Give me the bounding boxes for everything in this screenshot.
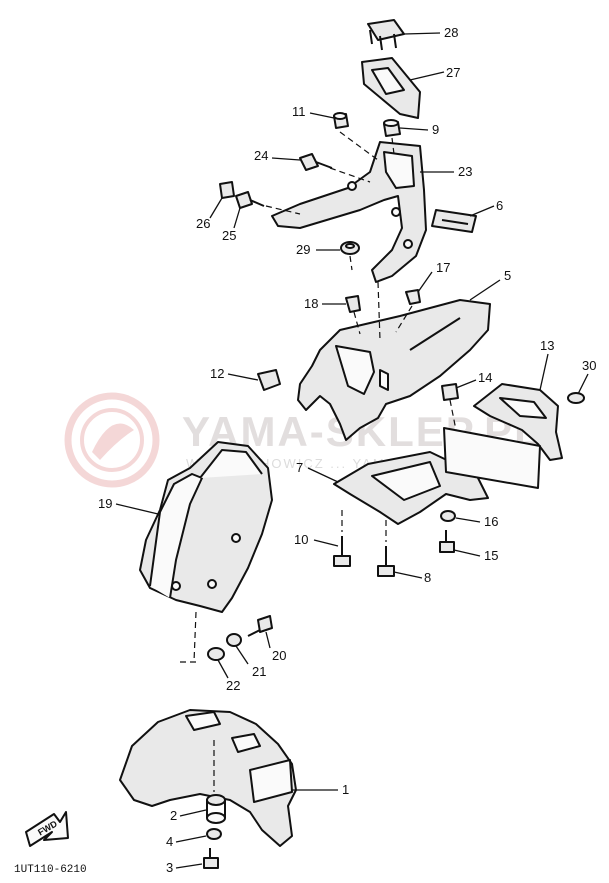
callout-18: 18 (304, 296, 346, 311)
callout-10: 10 (294, 532, 339, 547)
callout-4: 4 (166, 834, 207, 849)
svg-text:25: 25 (222, 228, 236, 243)
svg-text:5: 5 (504, 268, 511, 283)
callout-12: 12 (210, 366, 259, 381)
callouts: 28 27 11 9 24 23 6 26 2 (98, 25, 596, 875)
callout-27: 27 (409, 65, 460, 81)
part-inner-fender-19 (139, 441, 273, 613)
part-washer-4 (206, 828, 222, 840)
svg-text:14: 14 (478, 370, 492, 385)
part-bolt-25 (235, 191, 265, 209)
svg-text:19: 19 (98, 496, 112, 511)
document-code: 1UT110-6210 (14, 864, 87, 876)
callout-8: 8 (393, 570, 431, 585)
svg-text:15: 15 (484, 548, 498, 563)
svg-text:29: 29 (296, 242, 310, 257)
svg-text:30: 30 (582, 358, 596, 373)
svg-text:26: 26 (196, 216, 210, 231)
part-front-fender-1 (119, 709, 297, 847)
svg-text:6: 6 (496, 198, 503, 213)
part-nut-21 (226, 633, 242, 647)
callout-17: 17 (417, 260, 450, 293)
svg-text:3: 3 (166, 860, 173, 875)
svg-text:1: 1 (342, 782, 349, 797)
part-collar-2 (206, 794, 226, 824)
part-bolt-15 (439, 530, 455, 553)
callout-28: 28 (403, 25, 458, 40)
part-washer-22 (207, 647, 225, 661)
callout-23: 23 (420, 164, 472, 179)
part-grommet-29 (340, 241, 360, 255)
watermark-logo-icon (64, 392, 160, 488)
callout-3: 3 (166, 860, 203, 875)
svg-text:11: 11 (292, 104, 306, 119)
svg-text:13: 13 (540, 338, 554, 353)
part-clip-17 (405, 289, 421, 305)
svg-text:2: 2 (170, 808, 177, 823)
part-bracket-28 (367, 19, 405, 51)
callout-14: 14 (455, 370, 492, 389)
svg-text:27: 27 (446, 65, 460, 80)
part-bolt-24 (299, 153, 333, 171)
svg-text:23: 23 (458, 164, 472, 179)
forward-arrow-icon: FWD (25, 811, 69, 847)
part-label-6 (431, 209, 477, 233)
part-clip-18 (345, 295, 361, 313)
part-stay-23 (271, 141, 427, 283)
part-reflector-12 (257, 369, 281, 391)
callout-6: 6 (469, 198, 503, 217)
part-nut-14 (441, 383, 459, 401)
svg-text:28: 28 (444, 25, 458, 40)
svg-text:24: 24 (254, 148, 268, 163)
part-nut-26 (219, 181, 235, 199)
svg-text:8: 8 (424, 570, 431, 585)
part-cover-13 (473, 383, 563, 461)
callout-2: 2 (170, 808, 207, 823)
svg-text:4: 4 (166, 834, 173, 849)
callout-19: 19 (98, 496, 159, 515)
part-bolt-3 (203, 848, 219, 869)
svg-text:21: 21 (252, 664, 266, 679)
callout-25: 25 (222, 207, 241, 243)
svg-text:7: 7 (296, 460, 303, 475)
callout-26: 26 (196, 197, 223, 231)
part-bolt-8 (377, 546, 395, 577)
part-plate-27 (361, 57, 421, 119)
callout-15: 15 (453, 548, 498, 563)
svg-text:18: 18 (304, 296, 318, 311)
callout-20: 20 (265, 631, 286, 663)
callout-22: 22 (217, 659, 240, 693)
callout-5: 5 (469, 268, 511, 301)
part-rear-fender-5 (297, 299, 491, 441)
part-bracket-7 (333, 427, 541, 525)
svg-text:20: 20 (272, 648, 286, 663)
callout-30: 30 (577, 358, 596, 395)
callout-9: 9 (399, 122, 439, 137)
callout-21: 21 (235, 645, 266, 679)
part-bolt-20 (247, 615, 273, 637)
callout-24: 24 (254, 148, 301, 163)
svg-text:10: 10 (294, 532, 308, 547)
part-nut-11 (333, 112, 349, 129)
callout-16: 16 (455, 514, 498, 529)
callout-7: 7 (296, 460, 339, 483)
assembly-lines (180, 131, 457, 792)
svg-text:16: 16 (484, 514, 498, 529)
svg-text:22: 22 (226, 678, 240, 693)
part-bolt-10 (333, 536, 351, 567)
part-nut-16 (440, 510, 456, 522)
callout-11: 11 (292, 104, 335, 119)
callout-1: 1 (292, 782, 349, 797)
part-grommet-30 (567, 392, 585, 404)
callout-13: 13 (539, 338, 554, 391)
callout-29: 29 (296, 242, 340, 257)
svg-text:9: 9 (432, 122, 439, 137)
part-nut-9 (383, 119, 401, 137)
svg-text:17: 17 (436, 260, 450, 275)
svg-text:12: 12 (210, 366, 224, 381)
